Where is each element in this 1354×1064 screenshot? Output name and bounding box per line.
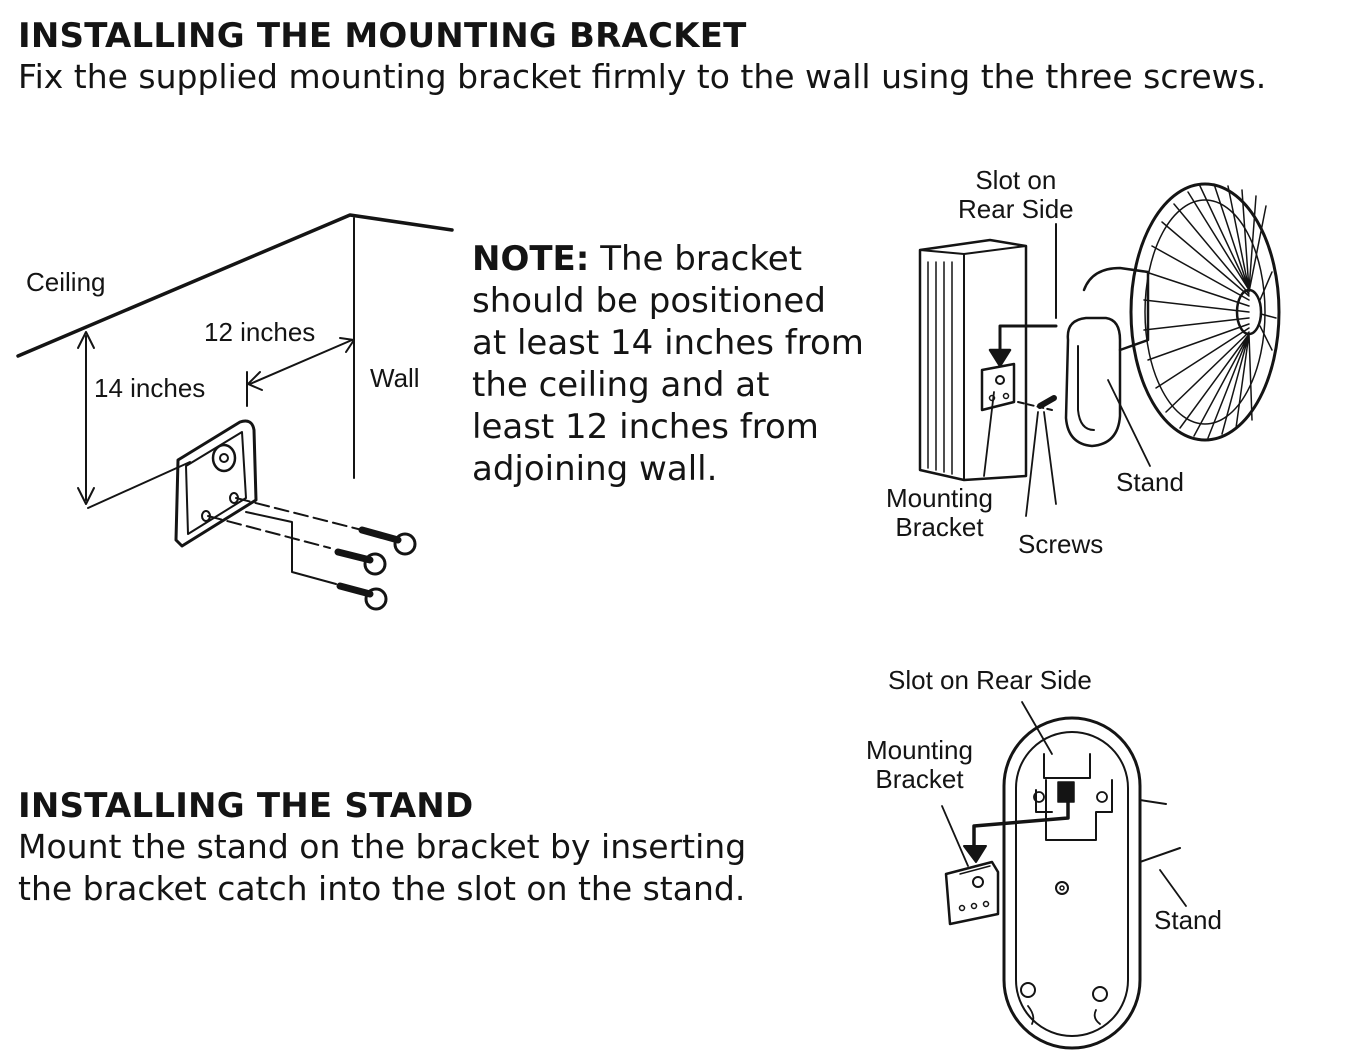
label-slot-rear-side-2: Slot on Rear Side <box>888 665 1092 695</box>
label-bracket-line-2: Bracket <box>895 512 984 542</box>
label-bracket2-line-1: Mounting <box>866 735 973 765</box>
label-slot-line-1: Slot on <box>975 165 1057 195</box>
label-wall: Wall <box>370 363 420 393</box>
section-title-mounting-bracket: INSTALLING THE MOUNTING BRACKET <box>18 16 747 56</box>
dimension-12-inches <box>249 339 353 385</box>
section-body-stand-line-2: the bracket catch into the slot on the s… <box>18 869 746 908</box>
label-12-inches: 12 inches <box>204 317 316 347</box>
fan-grille <box>1129 182 1281 442</box>
wall-post <box>918 238 1028 482</box>
note-line-3: at least 14 inches from <box>472 323 864 363</box>
label-slot-line-2: Rear Side <box>958 194 1074 224</box>
label-screws: Screws <box>1018 529 1104 559</box>
label-mounting-bracket-2: Mounting Bracket <box>866 736 973 794</box>
note-line-5: least 12 inches from <box>472 407 819 447</box>
note-label: NOTE: <box>472 239 590 279</box>
label-stand: Stand <box>1116 467 1184 497</box>
label-stand-2: Stand <box>1154 905 1222 935</box>
stand-base <box>1002 716 1181 1050</box>
label-bracket-line-1: Mounting <box>886 483 993 513</box>
section-body-stand: Mount the stand on the bracket by insert… <box>18 826 746 910</box>
section-body-stand-line-1: Mount the stand on the bracket by insert… <box>18 827 747 866</box>
note-block: NOTE: The bracket should be positioned a… <box>472 238 872 490</box>
bracket-plate <box>174 419 258 548</box>
screws-icon <box>334 526 417 611</box>
label-bracket2-line-2: Bracket <box>875 764 964 794</box>
label-14-inches: 14 inches <box>94 373 206 403</box>
fan-stand <box>1064 266 1150 448</box>
note-line-4: the ceiling and at <box>472 365 770 405</box>
label-ceiling: Ceiling <box>26 267 106 297</box>
label-slot-on-rear-side: Slot on Rear Side <box>958 166 1074 224</box>
note-line-6: adjoining wall. <box>472 449 718 489</box>
mounting-bracket-small <box>944 860 1000 926</box>
note-line-1: The bracket <box>600 239 803 279</box>
note-line-2: should be positioned <box>472 281 826 321</box>
section-body-mounting-bracket: Fix the supplied mounting bracket firmly… <box>18 57 1267 96</box>
label-mounting-bracket: Mounting Bracket <box>886 484 993 542</box>
section-title-stand: INSTALLING THE STAND <box>18 786 474 826</box>
ceiling-line <box>16 213 454 358</box>
